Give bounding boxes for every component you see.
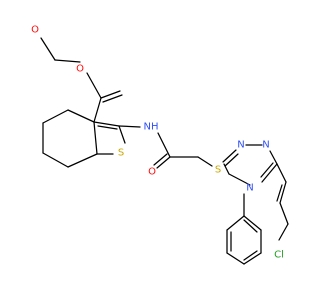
atom-n-triazole-2: N [262,140,269,151]
atom-s-thioether: S [215,165,221,176]
molecule-diagram: O O NH S O S N N N Cl [31,25,289,265]
atom-n-triazole-4: N [246,183,253,194]
structure-drawing: O O NH S O S N N N Cl [31,25,289,265]
atom-o-ester-ether: O [76,64,84,75]
atom-nh-amide: NH [144,122,159,133]
atom-labels: O O NH S O S N N N Cl [31,25,284,261]
atom-o-amide: O [148,167,156,178]
atom-s-thiophene: S [118,148,124,159]
bonds [40,37,289,265]
atom-chlorine: Cl [274,250,284,261]
atom-o-ester-carbonyl: O [31,25,39,36]
atom-n-triazole-1: N [237,140,244,151]
